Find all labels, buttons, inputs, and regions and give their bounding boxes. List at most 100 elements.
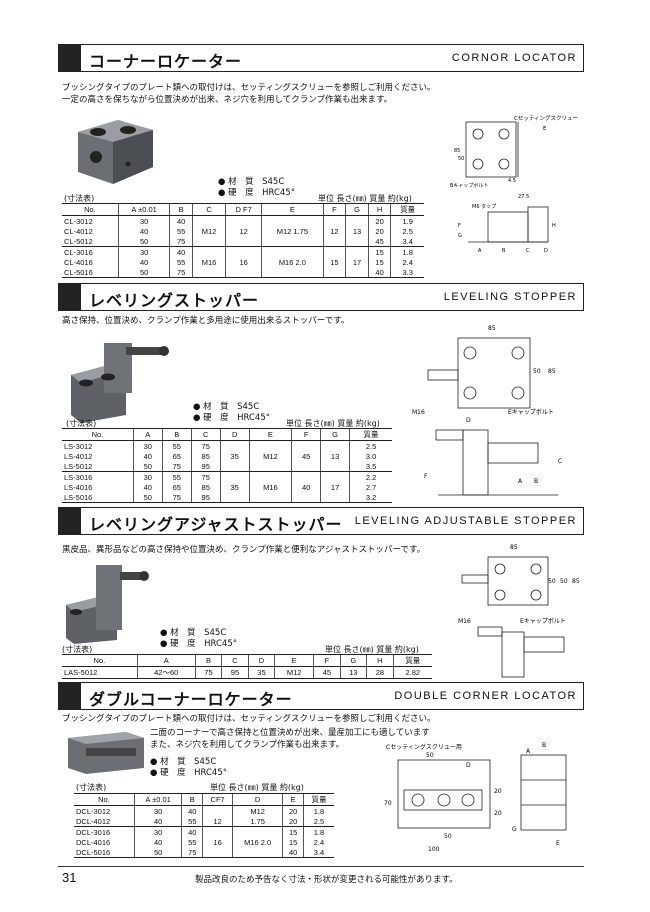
- table-cell: [232, 847, 283, 858]
- footer-rule: [58, 866, 584, 867]
- section-title-en: LEVELING ADJUSTABLE STOPPER: [354, 515, 577, 527]
- table-cell: 75: [190, 440, 221, 451]
- drawing-label: F: [424, 473, 428, 480]
- header-bar: [59, 45, 81, 71]
- table-cell: CL-4016: [64, 257, 93, 267]
- desc-line: ブッシングタイプのプレート類への取付けは、セッティングスクリューを参照しご利用く…: [62, 714, 436, 724]
- section-title-jp: レベリングアジャストストッパー: [89, 515, 343, 534]
- column-header: E: [274, 654, 314, 667]
- table-cell: M16 2.0: [261, 257, 324, 267]
- table-cell: 50: [132, 461, 163, 472]
- column-header: H: [366, 654, 394, 667]
- table-cell: [219, 440, 250, 451]
- spec-material: ● 材 質 S45C: [218, 177, 285, 187]
- table-cell: 42〜60: [136, 666, 196, 679]
- table-cell: [291, 440, 321, 451]
- drawing-label: 85: [548, 368, 556, 375]
- table-cell: LS-3012: [64, 441, 93, 451]
- spec-material: ● 材 質 S45C: [193, 402, 260, 412]
- table-cell: [291, 461, 321, 472]
- column-header: F: [291, 428, 321, 441]
- table-cell: 35: [247, 666, 275, 679]
- column-header: F: [322, 203, 346, 216]
- table-cell: LS-5016: [62, 492, 134, 503]
- table-cell: 2.4: [303, 837, 334, 847]
- table-cell: 1.8: [303, 826, 334, 837]
- desc-line: 高さ保持、位置決め、クランプ作業と多用途に使用出来るストッパーです。: [62, 316, 350, 326]
- table-cell: [202, 847, 233, 858]
- table-label: (寸法表): [62, 645, 93, 654]
- table-cell: 50: [133, 847, 182, 858]
- desc-line: 黒皮品、異形品などの高さ保持や位置決め、クランプ作業と便利なアジャストストッパー…: [62, 545, 426, 555]
- table-cell: [261, 215, 324, 226]
- table-cell: 30: [132, 440, 163, 451]
- table-cell: DCL-3016: [76, 827, 111, 837]
- table-cell: 2.5: [303, 816, 334, 827]
- table-cell: 30: [117, 215, 170, 226]
- table-cell: 55: [169, 226, 193, 236]
- drawing-label: 50: [458, 156, 464, 162]
- table-cell: M12: [191, 226, 226, 236]
- drawing-label: A: [518, 478, 523, 485]
- section-header-leveling-stopper: レベリングストッパー LEVELING STOPPER: [58, 283, 584, 311]
- table-cell: [248, 440, 292, 451]
- drawing-label: Cセッティングスクリュー用: [386, 743, 462, 751]
- section-header-corner-locator: コーナーロケーター CORNOR LOCATOR: [58, 44, 584, 72]
- column-header: C: [191, 203, 226, 216]
- table-cell: 75: [169, 267, 193, 278]
- table-cell: CL-3012: [64, 216, 93, 226]
- section-title-en: LEVELING STOPPER: [443, 291, 577, 303]
- column-header: B: [161, 428, 192, 441]
- table-cell: 3.4: [390, 236, 424, 247]
- table-cell: 15: [282, 837, 304, 847]
- unit-note: 単位 長さ(㎜) 質量 約(kg): [318, 194, 412, 203]
- section-title-en: DOUBLE CORNER LOCATOR: [394, 690, 577, 702]
- table-cell: 40: [169, 215, 193, 226]
- table-cell: [261, 236, 324, 247]
- table-cell: [219, 471, 250, 482]
- drawing-label: 20: [494, 810, 502, 817]
- section-description: 高さ保持、位置決め、クランプ作業と多用途に使用出来るストッパーです。: [62, 315, 349, 327]
- column-header: D: [232, 793, 283, 806]
- header-bar: [59, 508, 81, 534]
- unit-note: 単位 長さ(㎜) 質量 約(kg): [210, 783, 304, 792]
- page-number: 31: [62, 870, 77, 885]
- table-cell: 35: [219, 451, 250, 461]
- drawing-label: 50: [548, 578, 556, 585]
- table-cell: [345, 267, 369, 278]
- table-cell: 12: [225, 226, 262, 236]
- table-cell: M12: [232, 805, 283, 816]
- table-cell: 95: [221, 666, 249, 679]
- table-label: (寸法表): [66, 419, 97, 428]
- drawing-label: C: [526, 248, 530, 254]
- double-corner-locator-drawing: Cセッティングスクリュー用 50 D 70 50 100 20 20 B A G…: [384, 742, 567, 853]
- column-header: G: [339, 654, 367, 667]
- drawing-label: 85: [572, 578, 580, 585]
- table-cell: 17: [320, 482, 350, 492]
- drawing-label: D: [466, 417, 471, 424]
- table-cell: 40: [117, 226, 170, 236]
- section-description: ブッシングタイプのプレート類への取付けは、セッティングスクリューを参照しご利用く…: [62, 82, 436, 106]
- table-cell: [291, 471, 321, 482]
- column-header: 質量: [392, 654, 432, 667]
- drawing-label: 50: [426, 752, 434, 759]
- table-cell: M16: [248, 482, 292, 492]
- table-cell: 30: [133, 805, 182, 816]
- spec-block: ● 材 質 S45C ● 硬 度 HRC45°: [160, 628, 237, 650]
- column-header: 質量: [349, 428, 392, 441]
- drawing-label: 20: [494, 788, 502, 795]
- drawing-label: M16: [412, 409, 425, 416]
- table-cell: 28: [366, 666, 394, 679]
- column-header: C: [190, 428, 221, 441]
- spec-hardness: ● 硬 度 HRC45°: [218, 188, 295, 198]
- column-header: 質量: [303, 793, 334, 806]
- column-header: CF7: [202, 793, 233, 806]
- table-cell: 95: [190, 492, 221, 503]
- table-cell: [191, 215, 226, 226]
- drawing-label: 85: [488, 325, 496, 332]
- table-cell: 13: [320, 451, 350, 461]
